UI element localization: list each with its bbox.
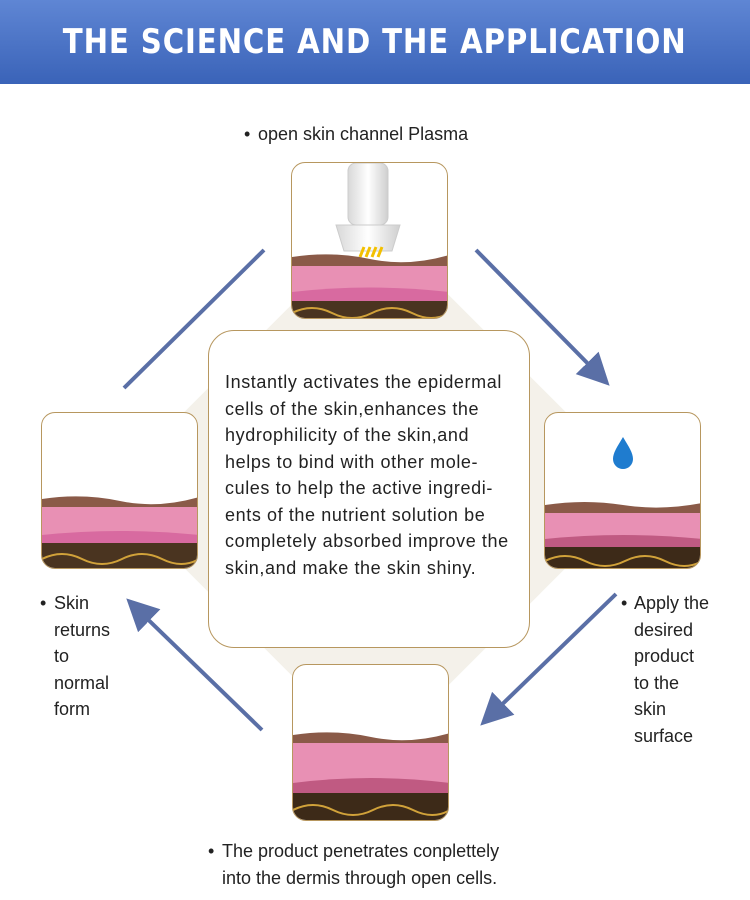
water-droplet-icon [613,437,633,469]
arrow-icon [480,592,618,726]
bullet-dot: • [208,841,215,861]
step-bottom-card [292,664,449,821]
page-title: THE SCIENCE AND THE APPLICATION [63,22,687,62]
bullet-dot: • [244,124,251,144]
step-left-card [41,412,198,569]
step-right-label: Apply the desired product to the skin su… [634,593,710,746]
arrow-icon [126,598,264,732]
header-banner: THE SCIENCE AND THE APPLICATION [0,0,750,84]
step-left-label: Skin returns to normal form [54,593,111,719]
step-top-label: open skin channel Plasma [258,124,469,144]
center-description-box: Instantly activates the epidermal cells … [208,330,530,648]
bullet-dot: • [40,593,47,613]
bullet-dot: • [621,593,628,613]
step-top-card [291,162,448,319]
plasma-device-icon [335,163,401,258]
arrow-icon [474,248,610,386]
center-description-text: Instantly activates the epidermal cells … [225,372,509,578]
arrow-icon [122,248,266,390]
step-right-card [544,412,701,569]
step-bottom-label: The product penetrates conplettely into … [222,841,500,888]
